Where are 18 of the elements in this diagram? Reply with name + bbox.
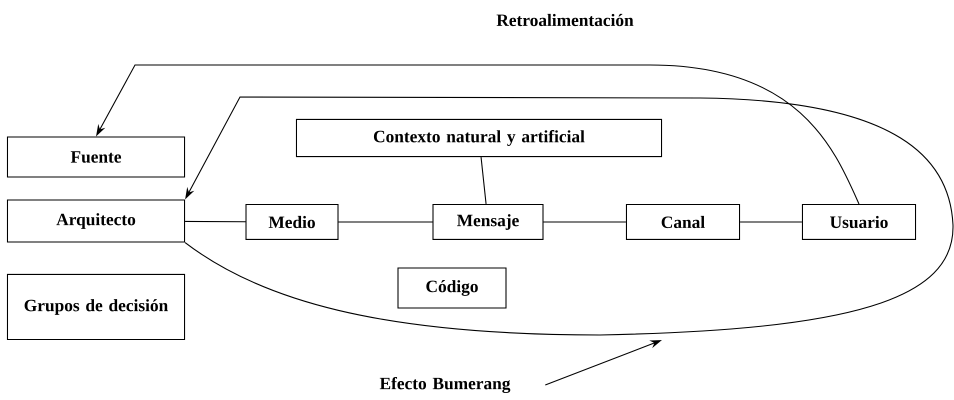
connector-line [544, 221, 626, 223]
process-box: Canal [626, 204, 740, 240]
boomerang-arrow [184, 96, 954, 336]
connector-line [185, 220, 246, 222]
process-box: Mensaje [432, 204, 544, 240]
process-box: Grupos de decisión [6, 274, 186, 340]
process-box: Medio [245, 204, 339, 240]
connector-line [338, 221, 432, 223]
process-box: Código [397, 267, 507, 309]
feedback-arrow [96, 64, 860, 204]
context-box: Contexto natural y artificial [296, 118, 662, 158]
process-box: Fuente [6, 136, 186, 178]
edge-label: Retroalimentación [494, 11, 636, 29]
process-box: Arquitecto [6, 199, 186, 243]
connector-line [740, 221, 802, 223]
callout-text: Efecto Bumerang [380, 376, 510, 393]
connector-line [480, 157, 487, 204]
process-box: Usuario [802, 204, 916, 240]
